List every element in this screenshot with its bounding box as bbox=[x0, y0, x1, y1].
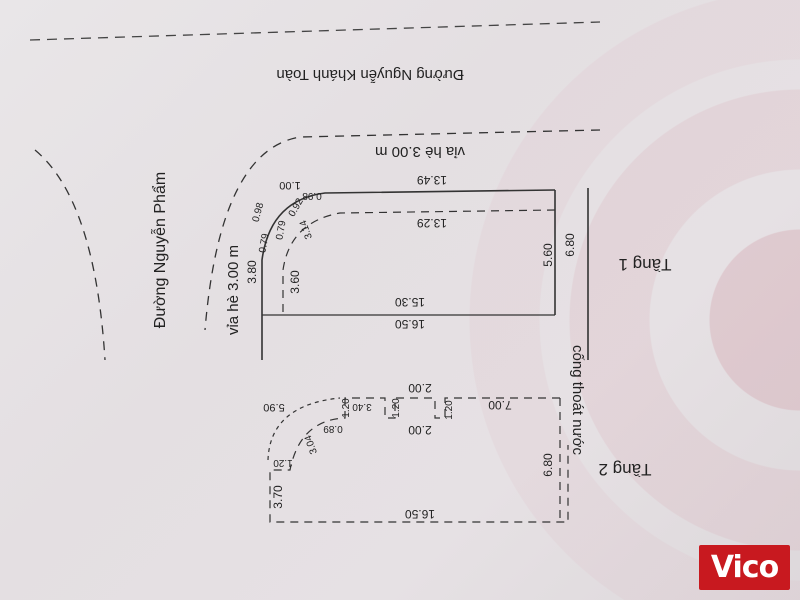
dim-lot1-left-outer: 3.80 bbox=[245, 260, 259, 284]
street-label-left: Đường Nguyễn Phẩm bbox=[150, 172, 169, 328]
dim-lot1-arc-5: 0.79 bbox=[257, 232, 271, 254]
dim-lot2-top-mid: 2.00 bbox=[408, 381, 432, 395]
dim-lot1-outer-length: 16.50 bbox=[395, 317, 425, 331]
dim-lot2-notch-3: 1.20 bbox=[444, 400, 455, 420]
dim-lot1-arc-1: 1.00 bbox=[279, 179, 300, 191]
dim-lot1-arc-7: 3.14 bbox=[298, 218, 315, 240]
street-line-left bbox=[34, 149, 106, 361]
dim-lot1-arc-6: 0.79 bbox=[274, 219, 288, 241]
lot2-arc bbox=[267, 397, 341, 461]
dim-lot2-length: 16.50 bbox=[405, 507, 435, 521]
dim-lot2-arc-small: 3.04 bbox=[303, 433, 320, 455]
dim-lot2-arc-big: 5.90 bbox=[263, 401, 284, 413]
lot1-name: Tầng 1 bbox=[619, 255, 672, 274]
lot1-outline bbox=[261, 189, 556, 360]
dim-lot1-inner-top: 13.29 bbox=[417, 216, 447, 230]
dim-lot1-arc-2: 0.98 bbox=[302, 190, 322, 201]
sidewalk-boundary bbox=[204, 129, 601, 331]
dim-lot2-notch-1: 1.20 bbox=[341, 398, 352, 418]
sidewalk-label-left: vỉa hè 3.00 m bbox=[225, 245, 242, 335]
vico-logo-text: Vico bbox=[710, 550, 779, 585]
street-label-top: Đường Nguyễn Khánh Toàn bbox=[276, 66, 463, 83]
dim-lot1-arc-4: 0.98 bbox=[251, 201, 267, 223]
street-line-top bbox=[29, 21, 601, 41]
dim-lot2-top-right: 7.00 bbox=[488, 398, 512, 412]
drain-label: cống thoát nước bbox=[569, 345, 586, 455]
sidewalk-label-top: vỉa hè 3.00 m bbox=[375, 143, 465, 160]
lot1-inner-outline bbox=[282, 209, 556, 318]
dim-lot1-outer-top: 13.49 bbox=[417, 173, 447, 187]
dim-lot2-notch-4: 1.20 bbox=[273, 457, 293, 468]
dim-lot2-right: 6.80 bbox=[541, 453, 555, 477]
dim-lot2-notch-depth: 3.40 bbox=[352, 401, 372, 412]
vico-logo: Vico bbox=[699, 545, 790, 590]
dim-lot1-inner-length: 15.30 bbox=[395, 295, 425, 309]
dim-lot2-notch-2: 1.20 bbox=[391, 398, 402, 418]
dim-lot1-left-inner: 3.60 bbox=[288, 270, 302, 294]
dim-lot1-right-outer: 6.80 bbox=[563, 233, 577, 257]
dim-lot1-right-inner: 5.60 bbox=[541, 243, 555, 267]
lot2-name: Tầng 2 bbox=[599, 460, 652, 479]
dim-lot2-arc-tiny: 0.89 bbox=[323, 423, 343, 434]
dim-lot2-left: 3.70 bbox=[271, 485, 285, 509]
dim-lot2-inner-mid: 2.00 bbox=[408, 423, 432, 437]
lot2-outline bbox=[269, 397, 569, 523]
